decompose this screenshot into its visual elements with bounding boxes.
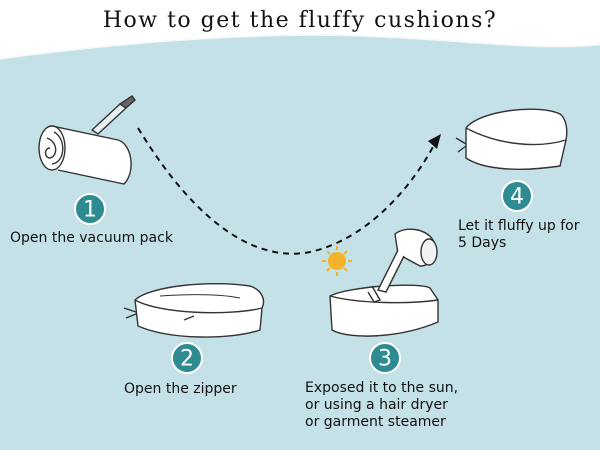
step-label-line: Exposed it to the sun, <box>305 380 459 396</box>
step-2-label: Open the zipper <box>124 381 237 398</box>
step-number: 1 <box>83 198 97 223</box>
sun-icon <box>322 246 352 276</box>
step-label-line: 5 Days <box>458 235 507 251</box>
page-title: How to get the fluffy cushions? <box>102 8 498 33</box>
background-wave-edge <box>0 32 600 60</box>
step-number: 3 <box>378 347 392 372</box>
step-number: 4 <box>510 185 524 210</box>
step-1-label: Open the vacuum pack <box>10 230 173 247</box>
step-3-label: Exposed it to the sun, or using a hair d… <box>305 380 458 431</box>
step-badge-2: 2 <box>171 342 203 374</box>
step-badge-1: 1 <box>74 193 106 225</box>
step-number: 2 <box>180 347 194 372</box>
step-badge-3: 3 <box>369 342 401 374</box>
background-wave <box>0 34 600 450</box>
fluffy-cushion-icon <box>455 108 568 170</box>
rolled-cushion-with-knife-icon <box>38 95 136 185</box>
step-label-line: Open the vacuum pack <box>10 230 173 246</box>
step-label-line: or garment steamer <box>305 414 446 430</box>
hair-dryer-cushion-icon <box>329 228 439 337</box>
arrow-head-icon <box>428 134 441 149</box>
step-badge-4: 4 <box>501 180 533 212</box>
step-label-line: Let it fluffy up for <box>458 218 580 234</box>
dashed-arrow-path <box>137 127 435 255</box>
flat-cushion-icon <box>123 282 265 338</box>
step-4-label: Let it fluffy up for 5 Days <box>458 218 579 252</box>
step-label-line: or using a hair dryer <box>305 397 448 413</box>
step-label-line: Open the zipper <box>124 381 237 397</box>
